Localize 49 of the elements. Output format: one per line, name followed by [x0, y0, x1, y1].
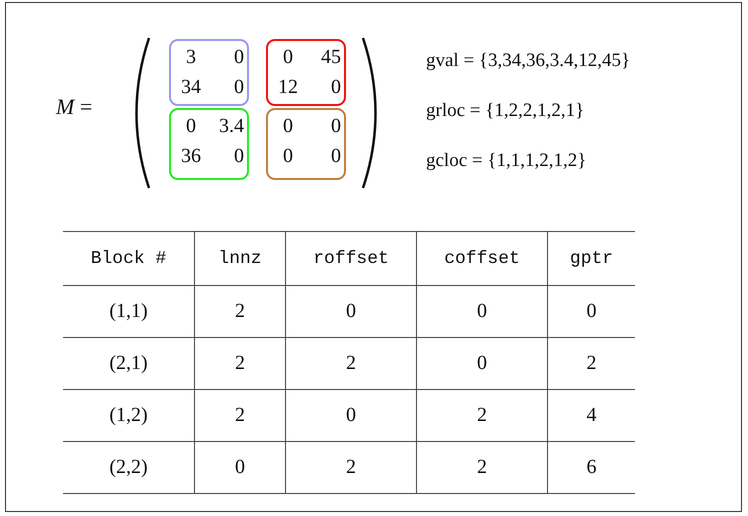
- table-value: 0: [548, 286, 635, 338]
- matrix-entry: 3.4: [218, 114, 244, 138]
- table-value: 2: [286, 442, 416, 494]
- table-value: 2: [416, 442, 548, 494]
- matrix-entry: 0: [233, 45, 244, 69]
- matrix-name: M =: [56, 95, 92, 119]
- matrix-entry: 34: [180, 75, 202, 99]
- table-value: 2: [416, 390, 548, 442]
- matrix-entry: 0: [282, 144, 294, 168]
- matrix-entry: 0: [282, 114, 294, 138]
- column-header: Block #: [63, 232, 194, 286]
- matrix-entry: 0: [282, 45, 294, 69]
- table-value: 0: [286, 286, 416, 338]
- table-value: 2: [194, 390, 286, 442]
- matrix-entry: 0: [330, 114, 341, 138]
- table-value: 0: [416, 286, 548, 338]
- table-value: 2: [286, 338, 416, 390]
- matrix-entry: 0: [330, 75, 341, 99]
- table-value: 2: [194, 286, 286, 338]
- matrix-block: [266, 39, 346, 106]
- matrix-entry: 0: [233, 144, 244, 168]
- table-value: 0: [286, 390, 416, 442]
- column-header: roffset: [286, 232, 416, 286]
- table-value: 0: [194, 442, 286, 494]
- matrix-entry: 0: [233, 75, 244, 99]
- matrix-block: [169, 39, 249, 106]
- vector-definition: grloc = {1,2,2,1,2,1}: [426, 99, 584, 123]
- matrix-entry: 36: [180, 144, 202, 168]
- table-value: 0: [416, 338, 548, 390]
- matrix-block: [169, 108, 249, 180]
- matrix-entry: 12: [277, 75, 299, 99]
- table-value: (2,2): [63, 442, 194, 494]
- table-value: 2: [548, 338, 635, 390]
- table-value: (1,2): [63, 390, 194, 442]
- column-header: lnnz: [194, 232, 286, 286]
- matrix-entry: 45: [320, 45, 341, 69]
- table-value: (1,1): [63, 286, 194, 338]
- table-value: (2,1): [63, 338, 194, 390]
- matrix-entry: 0: [185, 114, 197, 138]
- table-value: 6: [548, 442, 635, 494]
- matrix-entry: 3: [185, 45, 197, 69]
- table-value: 2: [194, 338, 286, 390]
- table-value: 4: [548, 390, 635, 442]
- column-header: coffset: [416, 232, 548, 286]
- vector-definition: gcloc = {1,1,1,2,1,2}: [426, 149, 586, 173]
- vector-definition: gval = {3,34,36,3.4,12,45}: [426, 49, 630, 73]
- matrix-entry: 0: [330, 144, 341, 168]
- matrix-block: [266, 108, 346, 180]
- column-header: gptr: [548, 232, 635, 286]
